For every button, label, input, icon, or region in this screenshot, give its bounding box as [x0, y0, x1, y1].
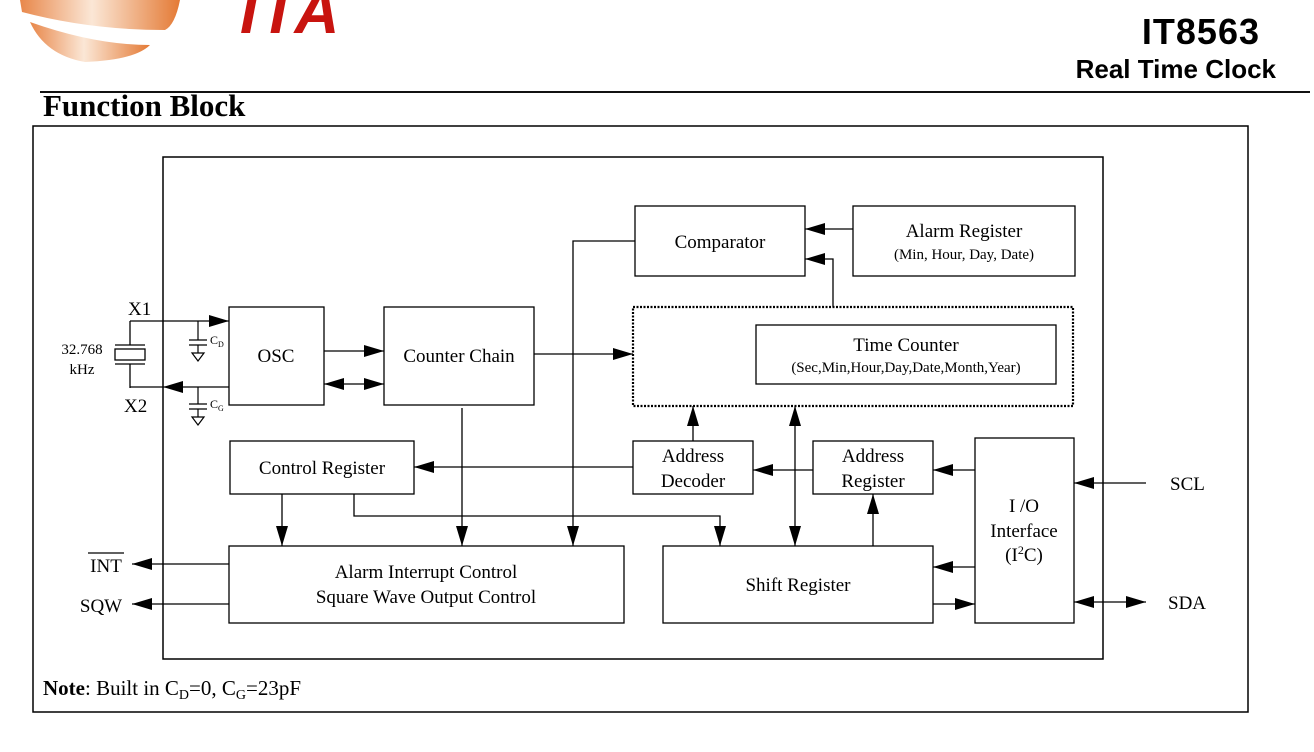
- company-logo: ITA: [0, 0, 420, 70]
- crystal-frequency-value: 32.768: [61, 342, 102, 358]
- logo-sphere-icon: [20, 0, 180, 62]
- counter-chain-label: Counter Chain: [403, 346, 515, 367]
- document-title: IT8563: [1141, 11, 1260, 52]
- chip-boundary: [162, 156, 1104, 660]
- counter-chain-block: [383, 306, 535, 406]
- control-register-label: Control Register: [259, 458, 386, 479]
- document-subtitle: Real Time Clock: [1075, 54, 1276, 84]
- address-register-block: [812, 440, 934, 495]
- io-interface-label-2: Interface: [990, 521, 1058, 542]
- shift-register-block: [662, 545, 934, 624]
- square-wave-label: Square Wave Output Control: [316, 587, 536, 608]
- capacitor-cd-icon: [189, 321, 207, 362]
- io-interface-label-3: (I2C): [1005, 543, 1043, 566]
- comparator-label: Comparator: [675, 232, 766, 253]
- capacitor-cg-icon: [189, 387, 207, 426]
- io-interface-block: [974, 437, 1075, 624]
- time-counter-block: [755, 324, 1057, 385]
- note-text: Note: Built in CD=0, CG=23pF: [43, 676, 301, 703]
- pin-sqw-label: SQW: [80, 596, 122, 617]
- address-decoder-label-1: Address: [662, 446, 724, 467]
- pin-x2-label: X2: [124, 396, 147, 417]
- alarm-interrupt-label: Alarm Interrupt Control: [335, 562, 518, 583]
- osc-label: OSC: [258, 346, 295, 367]
- capacitor-cd-label: CD: [210, 333, 224, 349]
- pin-scl-label: SCL: [1170, 474, 1205, 495]
- alarm-interrupt-block: [228, 545, 625, 624]
- control-to-shift-arrow: [353, 494, 726, 546]
- address-register-label-2: Register: [841, 471, 905, 492]
- time-counter-fields: (Sec,Min,Hour,Day,Date,Month,Year): [791, 360, 1020, 376]
- crystal-oscillator: 32.768 kHz: [61, 321, 146, 388]
- header-divider: [40, 91, 1310, 93]
- control-register-block: [229, 440, 415, 495]
- alarm-register-block: [852, 205, 1076, 277]
- logo-text: ITA: [240, 0, 342, 47]
- address-decoder-label-2: Decoder: [661, 471, 726, 492]
- alarm-register-label: Alarm Register: [906, 221, 1023, 242]
- outer-frame: [32, 125, 1249, 713]
- address-register-label-1: Address: [842, 446, 904, 467]
- crystal-frequency-unit: kHz: [70, 362, 95, 378]
- section-title: Function Block: [43, 88, 246, 123]
- io-interface-label-1: I /O: [1009, 496, 1039, 517]
- capacitor-cg-label: CG: [210, 397, 224, 413]
- address-decoder-block: [632, 440, 754, 495]
- time-counter-label: Time Counter: [853, 335, 959, 356]
- alarm-register-fields: (Min, Hour, Day, Date): [894, 247, 1034, 263]
- shift-register-label: Shift Register: [745, 575, 851, 596]
- pin-int-label: INT: [90, 556, 122, 577]
- osc-block: [228, 306, 325, 406]
- comparator-block: [634, 205, 806, 277]
- comparator-to-alarm-interrupt-arrow: [567, 240, 635, 546]
- pin-x1-label: X1: [128, 299, 151, 320]
- pin-sda-label: SDA: [1168, 593, 1206, 614]
- timecounter-to-comparator-arrow: [805, 253, 834, 307]
